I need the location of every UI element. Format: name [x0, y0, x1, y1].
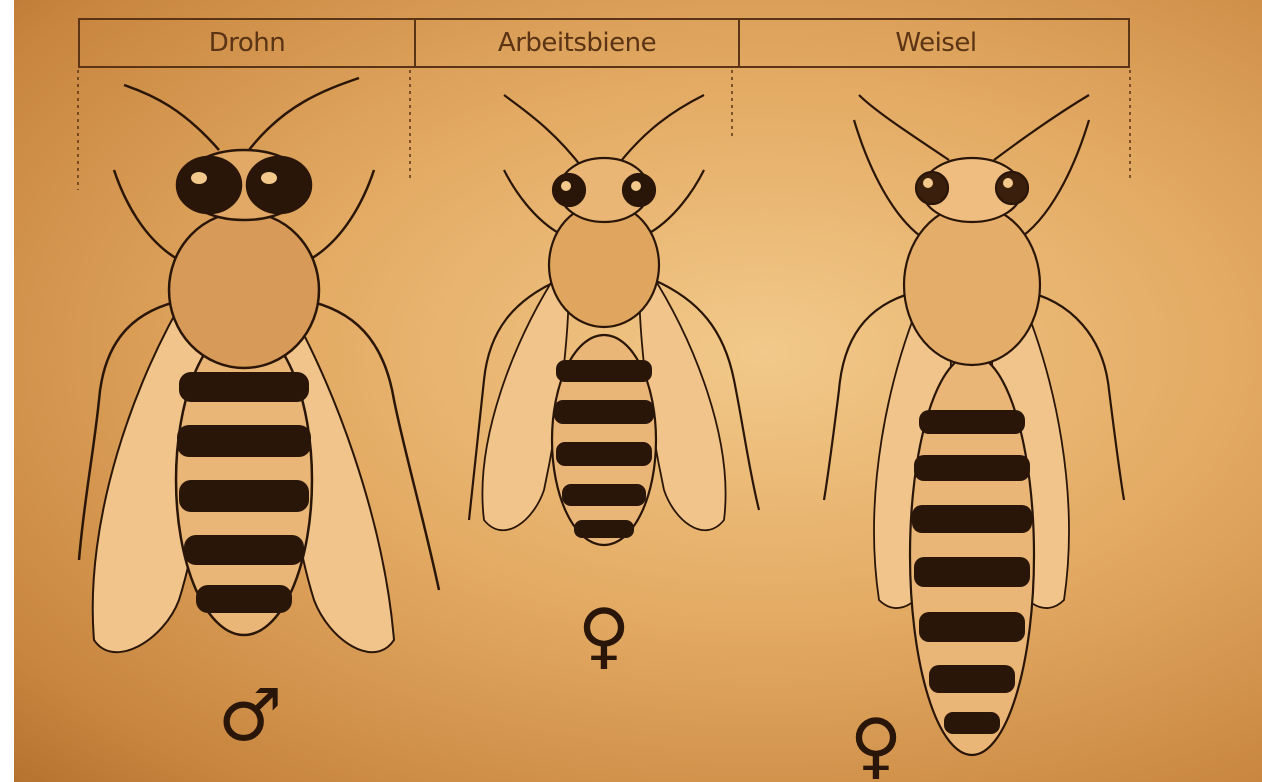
female-symbol-worker: ♀ [578, 593, 631, 677]
drone-bee-drawing [79, 78, 439, 652]
male-symbol: ♂ [218, 673, 283, 757]
illustration-photo: Drohn Arbeitsbiene Weisel [14, 0, 1262, 782]
queen-bee-drawing [824, 95, 1124, 755]
bee-illustrations: ♂ ♀ ♀ [14, 0, 1262, 782]
worker-bee-drawing [469, 95, 759, 545]
female-symbol-queen: ♀ [850, 703, 903, 782]
